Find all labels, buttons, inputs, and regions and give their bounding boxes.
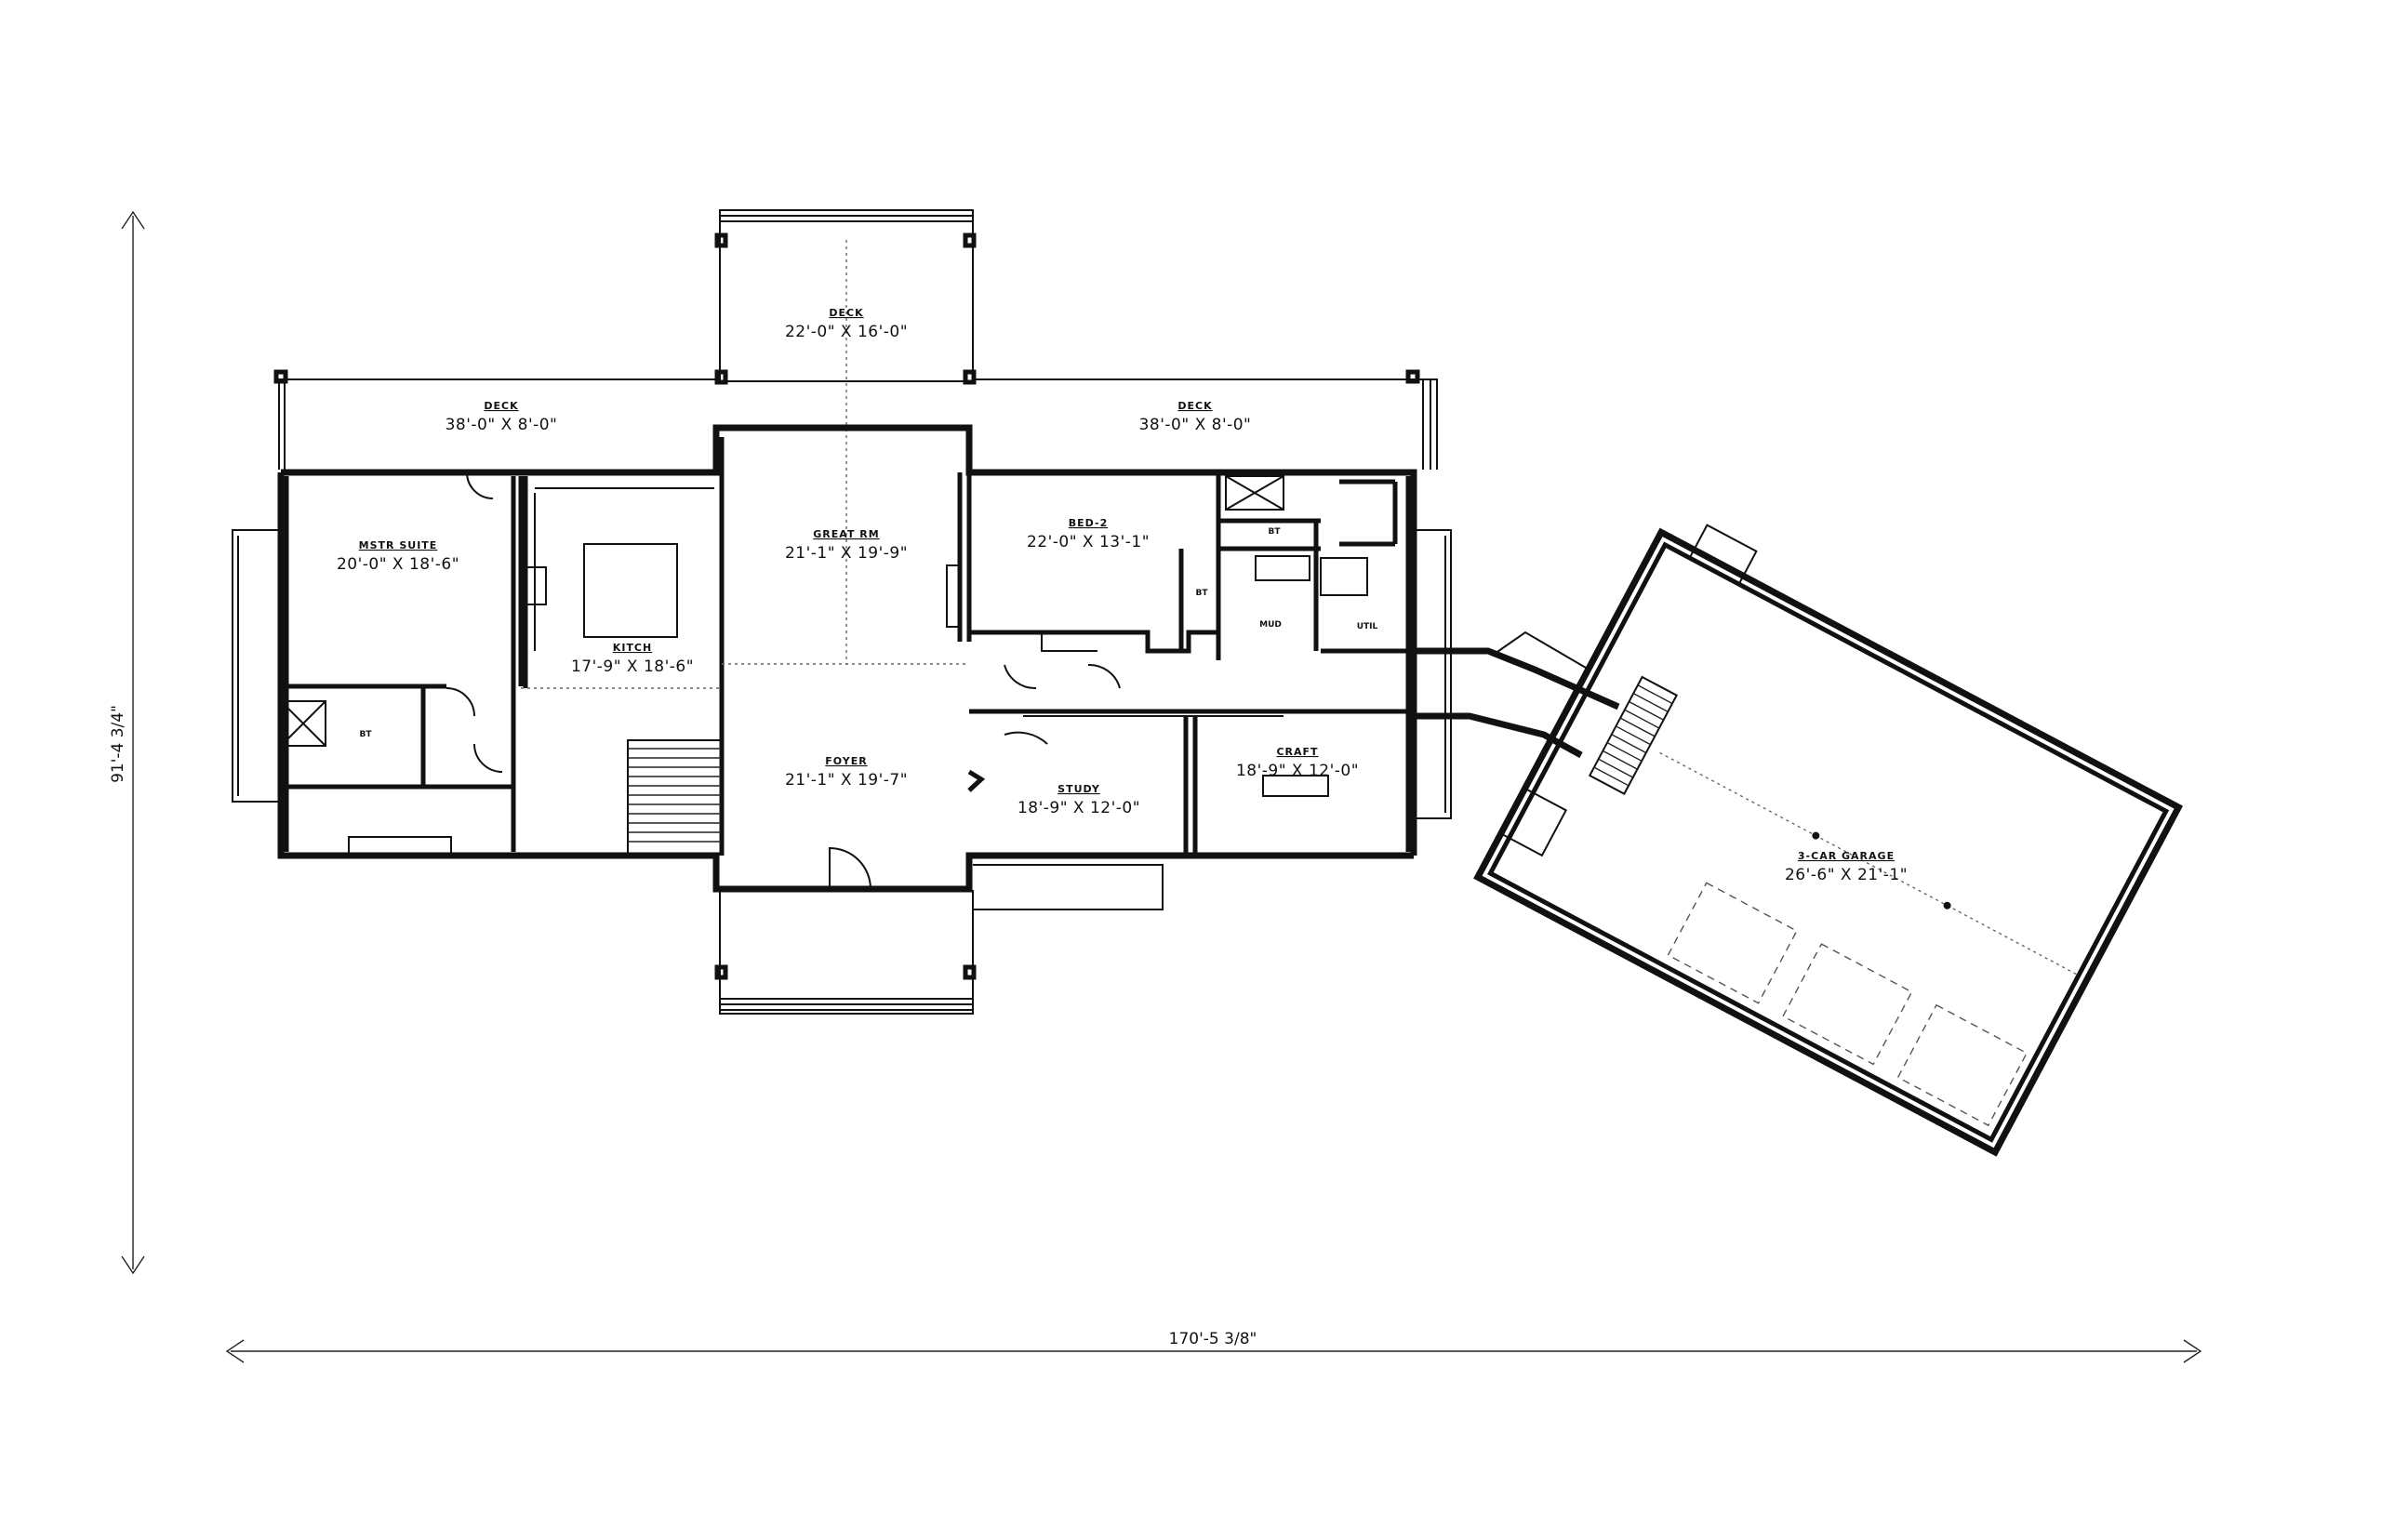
dimension-lines: 91'-4 3/4" 170'-5 3/8" — [109, 210, 2202, 1363]
bed-2-name: BED-2 — [1069, 517, 1108, 529]
craft-dims: 18'-9" X 12'-0" — [1236, 762, 1359, 780]
garage-name: 3-CAR GARAGE — [1798, 850, 1895, 862]
great-room-name: GREAT RM — [813, 528, 879, 540]
foyer-dims: 21'-1" X 19'-7" — [785, 771, 908, 790]
mud-label: MUD — [1259, 620, 1282, 630]
deck-left-name: DECK — [484, 400, 518, 412]
kitchen-dims: 17'-9" X 18'-6" — [571, 657, 694, 676]
room-labels: DECK 38'-0" X 8'-0" DECK 22'-0" X 16'-0"… — [337, 307, 1908, 884]
study-dims: 18'-9" X 12'-0" — [1018, 799, 1140, 817]
garage — [1473, 524, 2184, 1157]
bed-2-dims: 22'-0" X 13'-1" — [1027, 533, 1150, 551]
overall-width-label: 170'-5 3/8" — [1169, 1330, 1257, 1348]
kitchen-name: KITCH — [613, 642, 652, 654]
bath-bed2a-label: BT — [1269, 527, 1282, 537]
craft-name: CRAFT — [1276, 746, 1318, 758]
deck-right-name: DECK — [1177, 400, 1212, 412]
bath-bed2b-label: BT — [1196, 589, 1209, 598]
study-name: STUDY — [1057, 783, 1100, 795]
overall-depth-label: 91'-4 3/4" — [109, 705, 127, 783]
garage-dims: 26'-6" X 21'-1" — [1785, 866, 1908, 884]
rear-decks — [273, 209, 1438, 665]
bath-master-label: BT — [360, 730, 373, 739]
deck-right-dims: 38'-0" X 8'-0" — [1139, 416, 1252, 434]
great-room-dims: 21'-1" X 19'-9" — [785, 544, 908, 563]
master-suite-name: MSTR SUITE — [359, 539, 438, 551]
deck-center-dims: 22'-0" X 16'-0" — [785, 323, 908, 341]
main-house-walls — [232, 424, 1452, 893]
master-suite-dims: 20'-0" X 18'-6" — [337, 555, 459, 574]
deck-left-dims: 38'-0" X 8'-0" — [446, 416, 558, 434]
util-label: UTIL — [1357, 622, 1378, 631]
foyer-name: FOYER — [825, 755, 867, 767]
deck-center-name: DECK — [829, 307, 863, 319]
interior-walls — [280, 437, 1414, 890]
